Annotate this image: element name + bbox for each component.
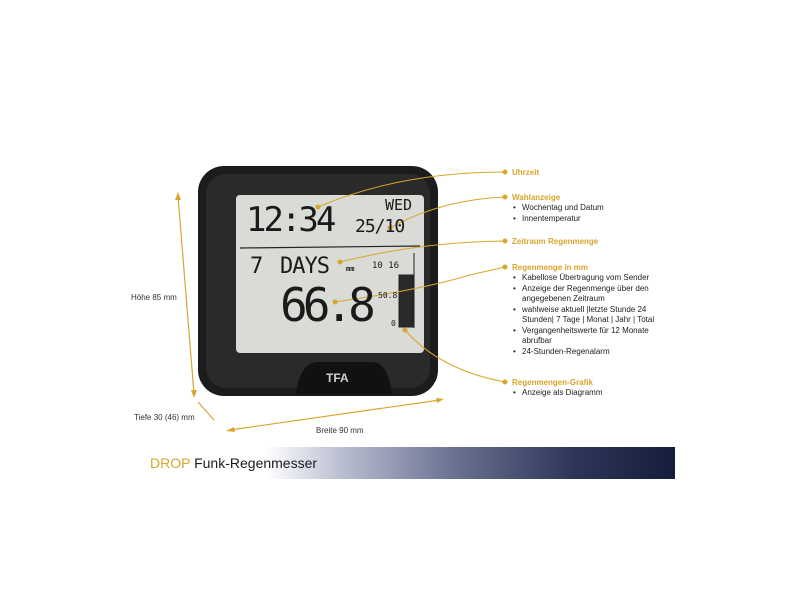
callout-uhrzeit: Uhrzeit: [512, 168, 540, 177]
bullet: Vergangenheitswerte für 12 Monate abrufb…: [512, 326, 662, 347]
lcd-rain-amount: 66.8: [280, 278, 376, 332]
lcd-unit: mm: [346, 265, 355, 273]
bullet: Anzeige als Diagramm: [512, 388, 672, 399]
bullet: Wochentag und Datum: [512, 203, 672, 214]
lcd-scale-top: 50.8: [378, 291, 398, 300]
dimension-depth: Tiefe 30 (46) mm: [134, 413, 195, 422]
lcd-weekday: WED: [385, 196, 413, 214]
bullet: Innentemperatur: [512, 214, 672, 225]
callout-lines: [317, 171, 506, 383]
product-name: Funk-Regenmesser: [194, 455, 318, 471]
product-brand: DROP: [150, 455, 191, 471]
product-title: DROP Funk-Regenmesser: [150, 455, 317, 471]
lcd-signal-value: 10 16: [372, 261, 400, 271]
bullet: Anzeige der Regenmenge über den angegebe…: [512, 284, 662, 305]
dimension-arrows: [175, 192, 444, 432]
grafik-bullets: Anzeige als Diagramm: [512, 388, 672, 399]
brand-logo: TFA: [326, 371, 349, 385]
rain-bar-graph: [398, 253, 415, 328]
bullet: wahlweise aktuell |letzte Stunde 24 Stun…: [512, 305, 662, 326]
lcd-time: 12:34: [246, 200, 336, 240]
lcd-date: 25/10: [355, 216, 405, 237]
callout-regenmenge: Regenmenge in mm: [512, 263, 589, 272]
callout-zeitraum: Zeitraum Regenmenge: [512, 237, 599, 246]
dimension-width: Breite 90 mm: [316, 426, 364, 435]
logo-panel: [296, 362, 392, 394]
lcd-scale-bottom: 0: [391, 319, 396, 328]
callout-wahlanzeige: Wahlanzeige: [512, 193, 561, 202]
lcd-period: DAYS: [280, 254, 330, 279]
lcd-period-number: 7: [250, 254, 264, 279]
bullet: 24-Stunden-Regenalarm: [512, 347, 662, 358]
wahlanzeige-bullets: Wochentag und Datum Innentemperatur: [512, 203, 672, 224]
title-banner: [122, 447, 675, 479]
regenmenge-bullets: Kabellose Übertragung vom Sender Anzeige…: [512, 273, 662, 357]
bullet: Kabellose Übertragung vom Sender: [512, 273, 662, 284]
callout-grafik: Regenmengen-Grafik: [512, 378, 593, 387]
dimension-height: Höhe 85 mm: [131, 293, 177, 302]
lcd-screen: [236, 195, 424, 353]
